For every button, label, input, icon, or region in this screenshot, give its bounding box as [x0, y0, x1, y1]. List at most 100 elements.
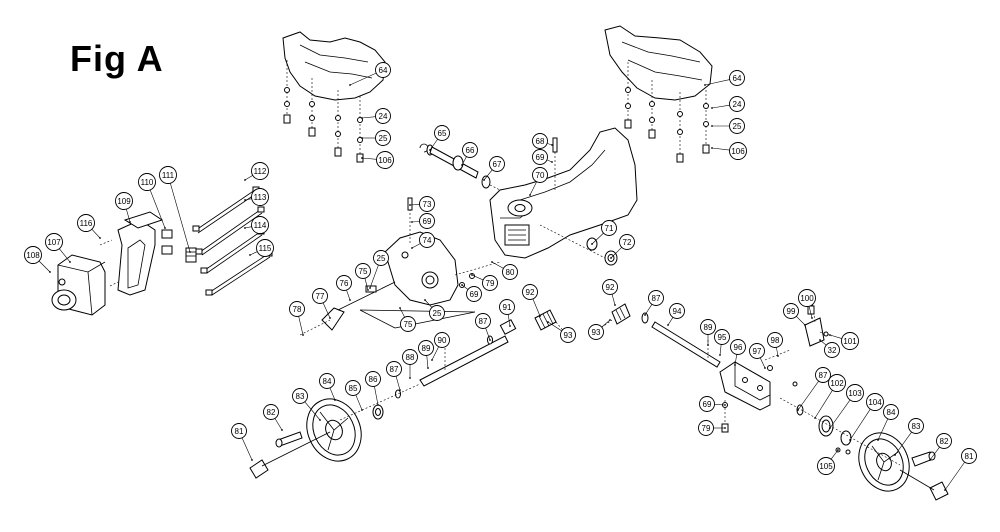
callout-label: 101 — [843, 337, 857, 346]
callout-label: 25 — [377, 254, 386, 263]
callout-leader — [485, 327, 491, 341]
callout-85: 85 — [345, 380, 363, 411]
callout-label: 87 — [390, 365, 399, 374]
callout-label: 65 — [438, 129, 447, 138]
callout-leader — [411, 243, 421, 249]
callout-label: 82 — [940, 437, 949, 446]
callout-label: 94 — [673, 307, 682, 316]
callout-leader — [611, 294, 616, 306]
callout-label: 71 — [605, 224, 614, 233]
callout-68: 68 — [532, 133, 553, 149]
callout-116: 116 — [77, 214, 101, 239]
callout-label: 25 — [379, 134, 388, 143]
callout-82: 82 — [263, 404, 283, 431]
callout-leader — [808, 306, 813, 319]
callout-25: 25 — [369, 250, 389, 289]
callout-leader — [471, 274, 484, 281]
callout-leader — [329, 387, 336, 401]
callout-97: 97 — [749, 343, 766, 369]
callout-label: 64 — [379, 66, 388, 75]
callout-label: 70 — [536, 171, 545, 180]
callout-label: 95 — [718, 333, 727, 342]
callout-leader — [704, 79, 730, 86]
callout-75: 75 — [399, 307, 416, 332]
callout-leader — [170, 183, 191, 253]
callout-label: 85 — [349, 384, 358, 393]
callout-label: 100 — [800, 294, 814, 303]
callout-leader — [507, 314, 511, 327]
callout-leader — [601, 319, 611, 328]
callout-leader — [929, 446, 940, 461]
callout-106: 106 — [711, 142, 747, 160]
callout-label: 93 — [592, 328, 601, 337]
callout-leader — [38, 260, 51, 273]
trunnion-body — [489, 127, 638, 259]
callout-106: 106 — [361, 151, 394, 169]
callout-leader — [547, 321, 562, 332]
callout-leader — [529, 181, 537, 196]
callout-leader — [814, 390, 833, 419]
callout-leader — [149, 189, 166, 229]
callout-label: 114 — [254, 221, 267, 230]
callout-leader — [241, 437, 253, 461]
callout-leader — [644, 304, 653, 316]
callout-82: 82 — [929, 433, 952, 461]
callout-69: 69 — [461, 284, 482, 302]
callout-89: 89 — [700, 319, 716, 346]
callout-label: 82 — [267, 408, 276, 417]
strain-relief-110-111 — [161, 229, 197, 263]
callout-leader — [483, 169, 493, 181]
callout-71: 71 — [591, 220, 617, 245]
callout-label: 24 — [379, 112, 388, 121]
callout-label: 69 — [423, 217, 432, 226]
callout-83: 83 — [292, 388, 321, 421]
callout-95: 95 — [714, 329, 730, 356]
callout-leader — [349, 72, 377, 86]
callout-label: 68 — [536, 137, 545, 146]
callout-74: 74 — [411, 232, 435, 249]
callout-label: 87 — [479, 317, 488, 326]
callout-label: 113 — [254, 193, 267, 202]
callout-leader — [797, 380, 819, 411]
callout-leader — [91, 229, 101, 239]
callout-leader — [395, 376, 401, 391]
callout-25: 25 — [361, 130, 391, 146]
callout-leader — [546, 159, 553, 163]
callout-108: 108 — [24, 246, 51, 273]
callout-87: 87 — [797, 367, 831, 411]
callout-leader — [714, 404, 726, 406]
callout-label: 79 — [486, 279, 495, 288]
callout-label: 89 — [704, 323, 713, 332]
callout-label: 103 — [848, 389, 862, 398]
callout-leader — [411, 221, 420, 223]
callout-leader — [944, 461, 965, 491]
callout-87: 87 — [475, 313, 491, 341]
callout-leader — [59, 248, 71, 263]
callout-label: 90 — [438, 336, 447, 345]
callout-73: 73 — [409, 196, 435, 212]
callout-102: 102 — [814, 374, 846, 419]
callout-leader — [244, 198, 252, 201]
left-handwheel-assembly — [249, 383, 421, 479]
callout-label: 81 — [235, 427, 244, 436]
callout-label: 91 — [503, 303, 512, 312]
callout-104: 104 — [849, 393, 884, 441]
callout-87: 87 — [386, 361, 402, 391]
callout-label: 92 — [526, 288, 535, 297]
callout-label: 73 — [423, 200, 432, 209]
callout-leader — [431, 346, 439, 361]
callout-leader — [361, 116, 376, 119]
callout-leader — [322, 302, 331, 319]
callout-leader — [819, 339, 827, 346]
callout-label: 107 — [47, 238, 61, 247]
callout-leader — [829, 399, 851, 429]
callout-69: 69 — [532, 149, 553, 165]
callout-label: 104 — [868, 398, 882, 407]
callout-label: 74 — [423, 236, 432, 245]
callout-111: 111 — [159, 166, 191, 253]
callout-leader — [244, 226, 252, 229]
callout-label: 83 — [912, 422, 921, 431]
callout-69: 69 — [411, 213, 435, 229]
callout-leader — [355, 394, 363, 411]
tilt-bracket-assembly — [299, 197, 501, 336]
